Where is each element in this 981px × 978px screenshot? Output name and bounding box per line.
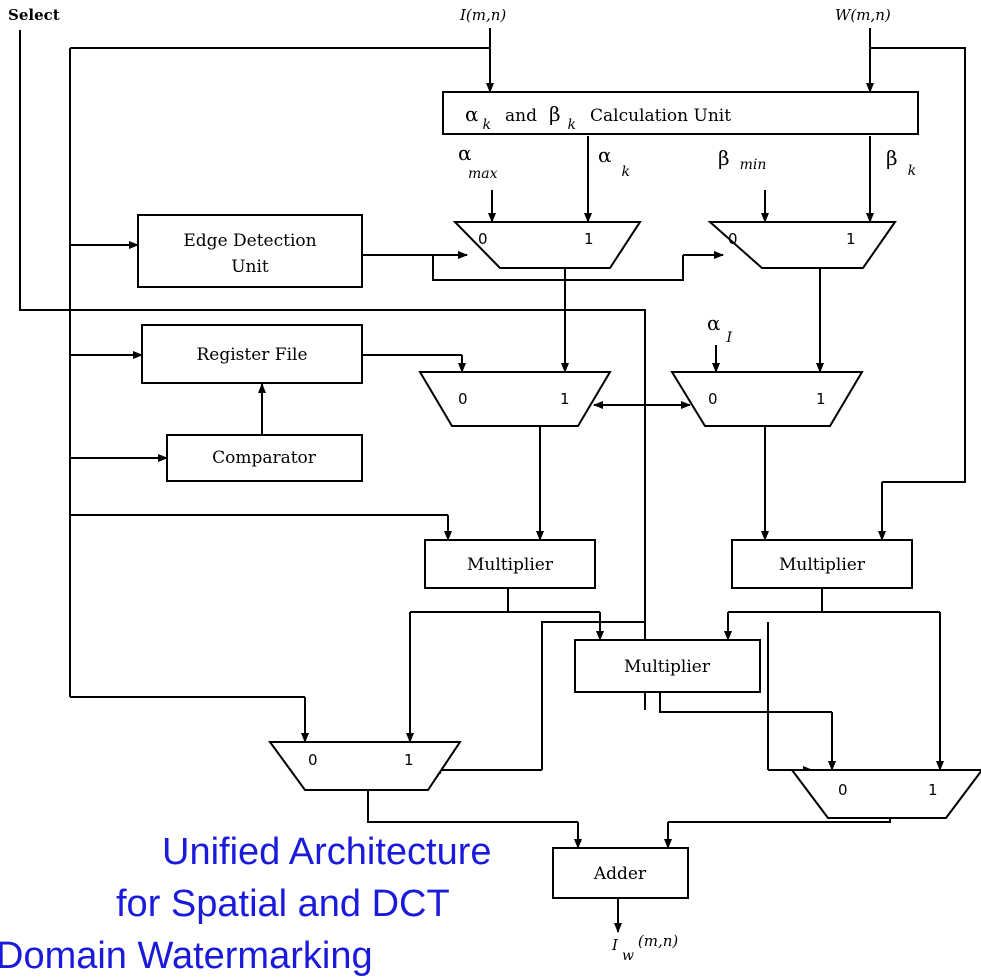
calculation-unit: α k and β k Calculation Unit	[442, 91, 919, 135]
calc-alpha-sub: k	[483, 117, 491, 133]
input-w-label: W(m,n)	[835, 6, 891, 24]
beta-min-label: β min	[718, 146, 766, 173]
svg-text:Register File: Register File	[196, 345, 307, 365]
mux-2: 0 1	[707, 221, 897, 269]
svg-text:Multiplier: Multiplier	[624, 657, 711, 677]
calc-beta: β	[549, 102, 561, 126]
mux-6: 0 1	[790, 769, 981, 819]
svg-text:Unit: Unit	[231, 257, 269, 277]
mux-1: 0 1	[452, 221, 642, 269]
svg-text:0: 0	[308, 751, 318, 769]
beta-k-label: β k	[886, 146, 916, 179]
svg-text:1: 1	[928, 781, 938, 799]
multiplier-1: Multiplier	[424, 539, 596, 589]
svg-text:0: 0	[728, 230, 738, 248]
svg-text:1: 1	[846, 230, 856, 248]
svg-text:Multiplier: Multiplier	[467, 555, 554, 575]
select-label: Select	[8, 6, 60, 24]
svg-text:0: 0	[478, 230, 488, 248]
adder: Adder	[552, 847, 689, 899]
svg-text:1: 1	[404, 751, 414, 769]
mux-5: 0 1	[268, 741, 462, 791]
calc-beta-sub: k	[568, 117, 576, 133]
svg-text:0: 0	[458, 390, 468, 408]
wires	[19, 28, 966, 933]
svg-text:1: 1	[584, 230, 594, 248]
multiplier-3: Multiplier	[574, 639, 761, 693]
svg-text:Edge Detection: Edge Detection	[183, 231, 316, 251]
calc-rest: Calculation Unit	[590, 106, 731, 126]
comparator: Comparator	[166, 434, 363, 482]
alpha-i-label: α I	[707, 311, 733, 346]
input-i-label: I(m,n)	[459, 6, 506, 24]
output-label: I w (m,n)	[611, 932, 678, 964]
calc-and: and	[505, 106, 537, 126]
mux-3: 0 1	[418, 371, 612, 427]
edge-detection-unit: Edge Detection Unit	[137, 214, 363, 288]
svg-text:0: 0	[838, 781, 848, 799]
svg-text:0: 0	[708, 390, 718, 408]
mux-4: 0 1	[670, 371, 864, 427]
svg-text:Adder: Adder	[593, 864, 647, 884]
svg-text:α k and β: α k and β k Calculation Unit	[465, 102, 731, 133]
calc-alpha: α	[465, 102, 479, 126]
multiplier-2: Multiplier	[731, 539, 913, 589]
svg-text:1: 1	[816, 390, 826, 408]
svg-text:Comparator: Comparator	[212, 448, 317, 468]
svg-text:Multiplier: Multiplier	[779, 555, 866, 575]
register-file: Register File	[141, 324, 363, 384]
alpha-k-label: α k	[598, 143, 630, 180]
svg-text:1: 1	[560, 390, 570, 408]
alpha-max-label: α max	[458, 141, 498, 182]
